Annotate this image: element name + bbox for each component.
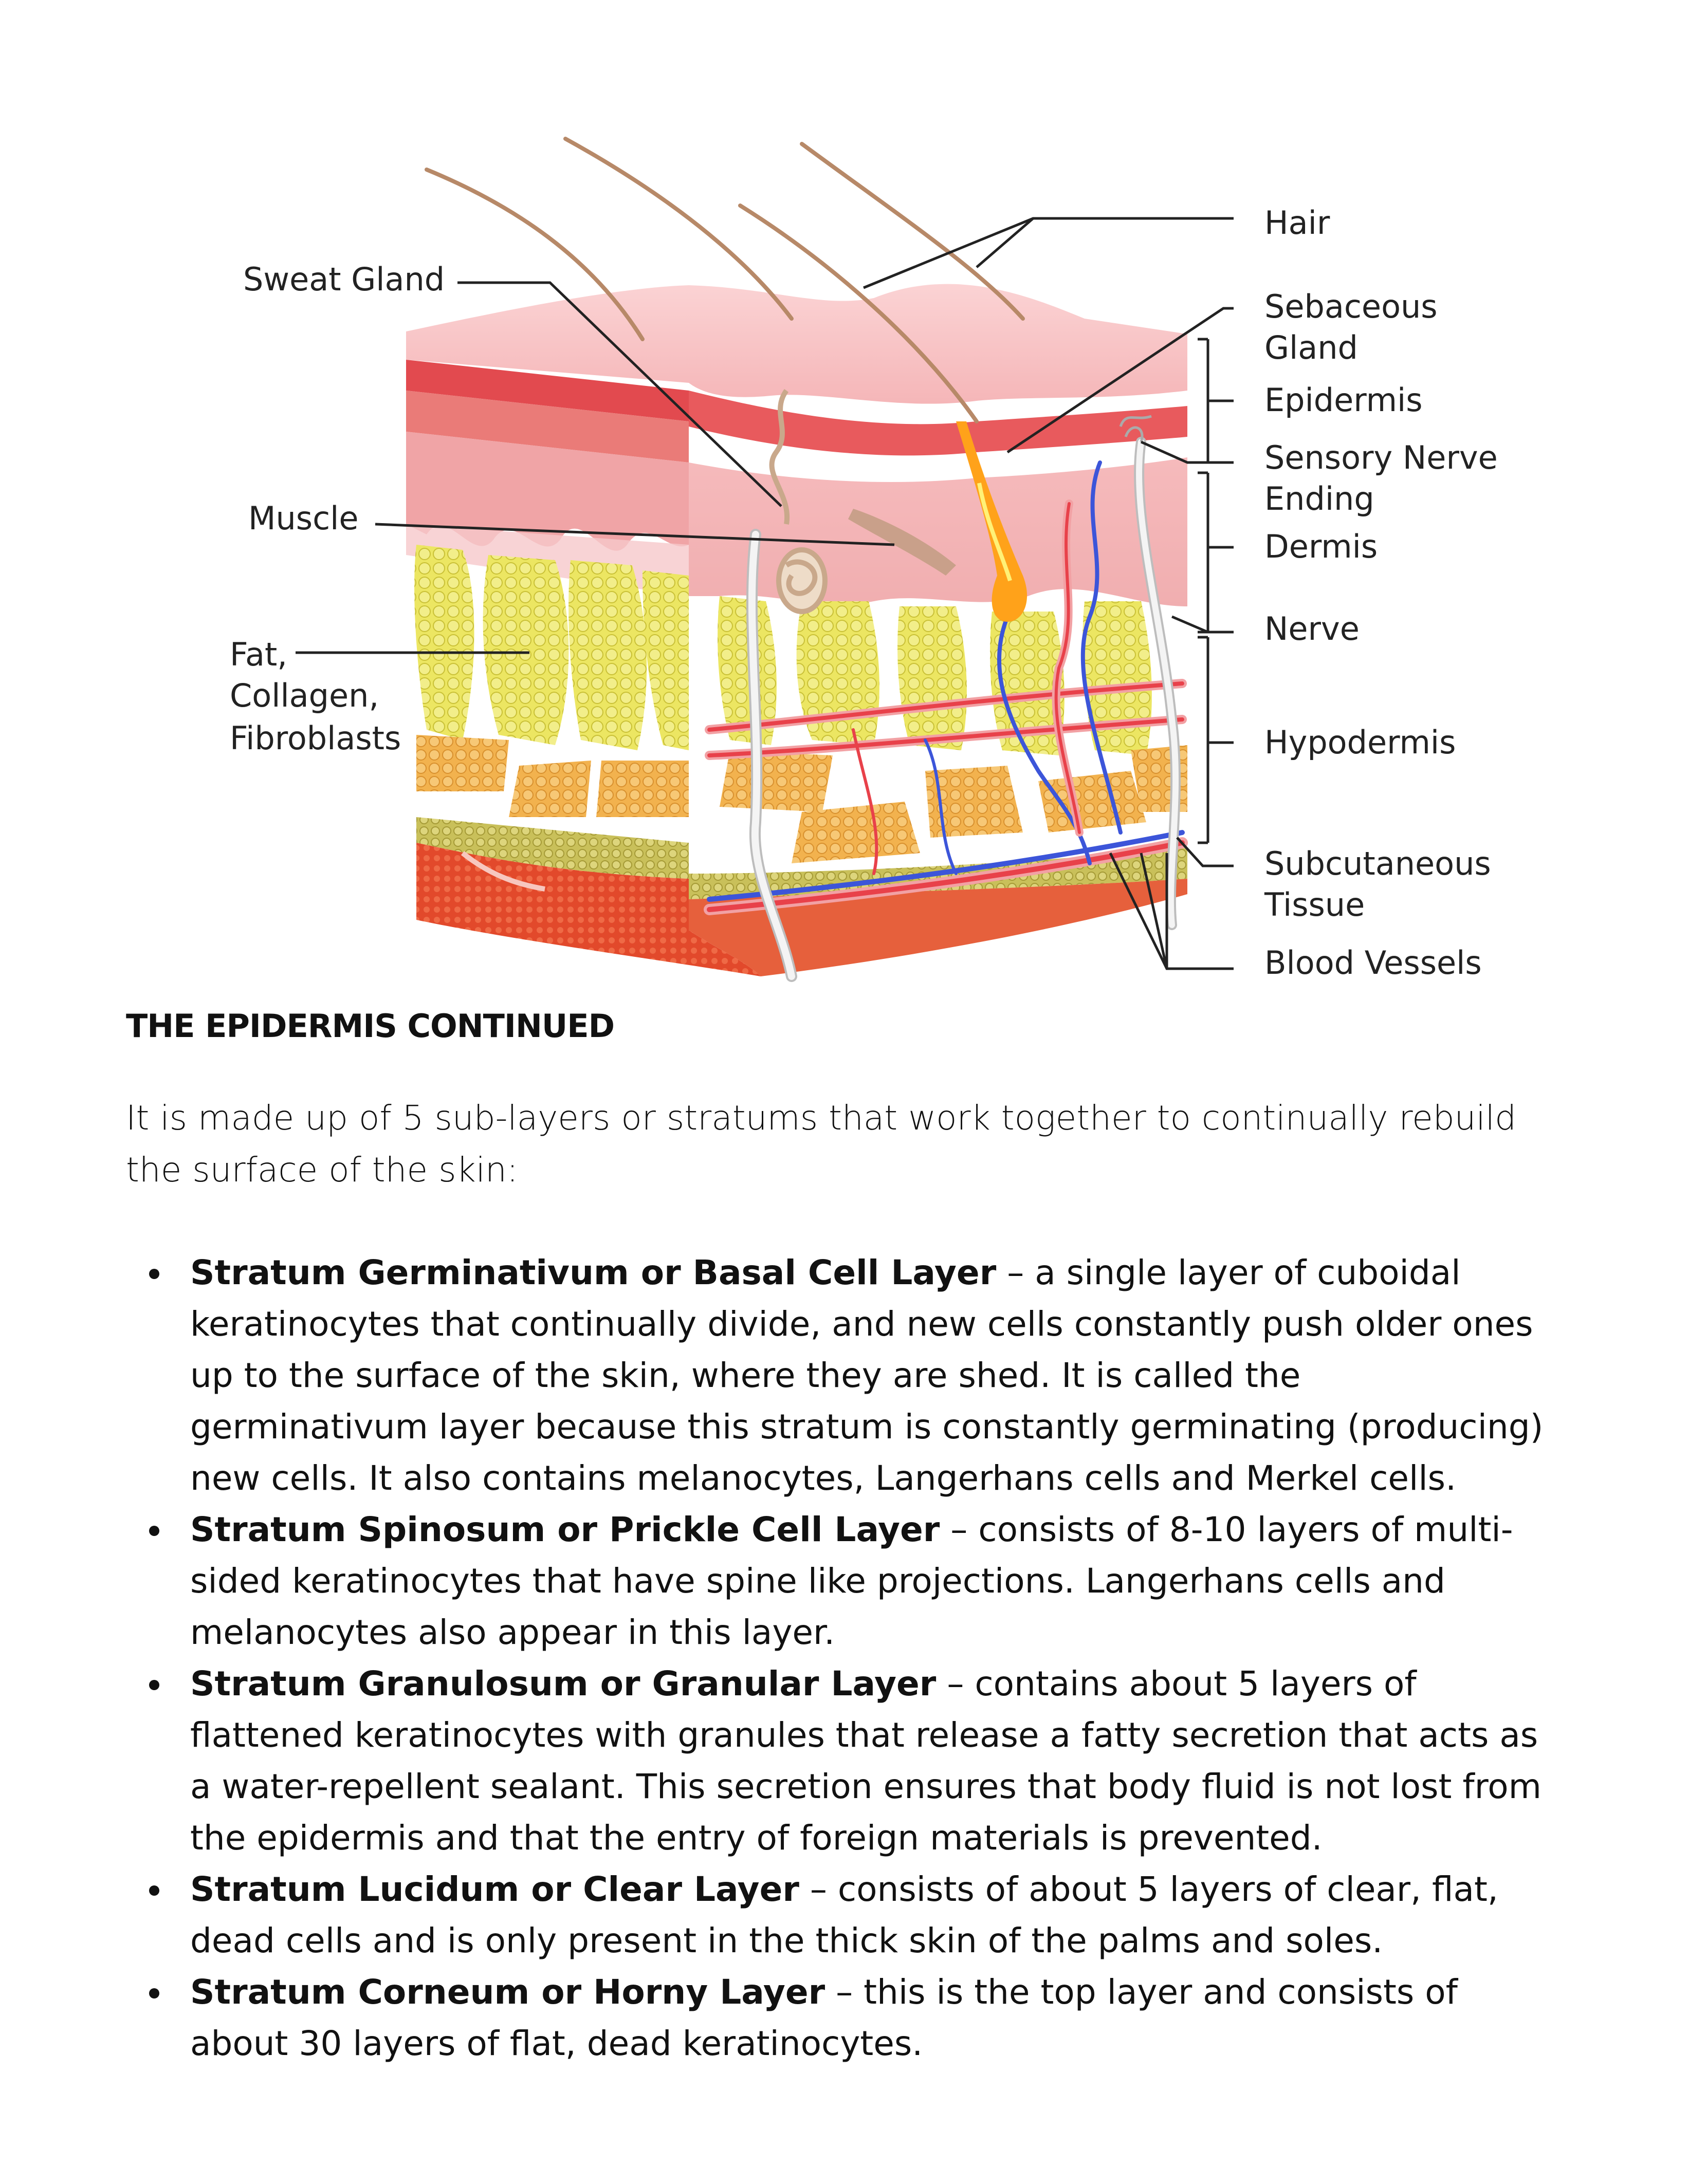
label-muscle: Muscle xyxy=(248,499,359,537)
item-term: Stratum Corneum or Horny Layer xyxy=(190,1972,825,2012)
label-sebaceous-line2: Gland xyxy=(1264,329,1358,366)
item-term: Stratum Germinativum or Basal Cell Layer xyxy=(190,1253,997,1292)
list-item: Stratum Germinativum or Basal Cell Layer… xyxy=(149,1247,1545,1504)
label-subcutaneous-line1: Subcutaneous xyxy=(1264,845,1491,882)
sweat-gland xyxy=(769,389,828,614)
section-heading: THE EPIDERMIS CONTINUED xyxy=(126,1007,615,1045)
hairs xyxy=(425,137,1025,423)
list-item: Stratum Granulosum or Granular Layer – c… xyxy=(149,1658,1545,1864)
list-item: Stratum Lucidum or Clear Layer – consist… xyxy=(149,1864,1545,1967)
label-epidermis: Epidermis xyxy=(1264,381,1423,419)
strata-list: Stratum Germinativum or Basal Cell Layer… xyxy=(126,1247,1545,2069)
label-sebaceous-line1: Sebaceous xyxy=(1264,288,1438,325)
item-term: Stratum Granulosum or Granular Layer xyxy=(190,1664,937,1704)
label-nerve: Nerve xyxy=(1264,610,1360,647)
item-text: – this is the top layer and consists of … xyxy=(190,1972,1458,2063)
label-fat-line2: Collagen, xyxy=(230,677,379,714)
dermis-layer xyxy=(406,432,689,551)
epidermis-under-band xyxy=(406,391,689,462)
orange-fat-layer xyxy=(416,735,1187,863)
subcutaneous-layer xyxy=(416,817,689,879)
label-dermis: Dermis xyxy=(1264,528,1378,565)
dermis-layer-right xyxy=(689,457,1187,606)
label-hair: Hair xyxy=(1264,204,1330,242)
hair-follicle xyxy=(956,421,1028,622)
item-term: Stratum Spinosum or Prickle Cell Layer xyxy=(190,1510,940,1549)
skin-cross-section-figure: Hair Sweat Gland Sebaceous Gland Epiderm… xyxy=(0,0,1688,1002)
label-sweat-gland: Sweat Gland xyxy=(243,261,445,298)
nerve-fibres xyxy=(746,437,1181,982)
leader-lines xyxy=(296,217,1234,970)
item-term: Stratum Lucidum or Clear Layer xyxy=(190,1870,799,1909)
list-item: Stratum Spinosum or Prickle Cell Layer –… xyxy=(149,1504,1545,1658)
item-text: – consists of about 5 layers of clear, f… xyxy=(190,1870,1498,1960)
arrector-muscle xyxy=(848,509,956,576)
label-sensory-line2: Ending xyxy=(1264,480,1374,517)
label-fat-line1: Fat, xyxy=(230,636,287,673)
label-sensory-line1: Sensory Nerve xyxy=(1264,439,1498,476)
list-item: Stratum Corneum or Horny Layer – this is… xyxy=(149,1967,1545,2069)
fat-lobules xyxy=(414,545,1152,755)
label-blood-vessels: Blood Vessels xyxy=(1264,944,1482,982)
epidermis-surface xyxy=(406,284,1187,404)
intro-paragraph: It is made up of 5 sub-layers or stratum… xyxy=(126,1098,1517,1190)
item-text: – a single layer of cuboidal keratinocyt… xyxy=(190,1253,1544,1498)
skin-diagram: Hair Sweat Gland Sebaceous Gland Epiderm… xyxy=(230,137,1498,982)
item-text: – contains about 5 layers of flattened k… xyxy=(190,1664,1542,1858)
epidermis-red-band xyxy=(406,360,689,421)
article: THE EPIDERMIS CONTINUED It is made up of… xyxy=(126,1007,1545,2069)
sensory-nerve-ending xyxy=(1119,415,1152,442)
label-subcutaneous-line2: Tissue xyxy=(1264,886,1365,923)
label-fat-line3: Fibroblasts xyxy=(230,719,401,757)
label-hypodermis: Hypodermis xyxy=(1264,724,1456,761)
epidermis-red-band-right xyxy=(689,391,1187,456)
item-text: – consists of 8-10 layers of multi-sided… xyxy=(190,1510,1513,1652)
